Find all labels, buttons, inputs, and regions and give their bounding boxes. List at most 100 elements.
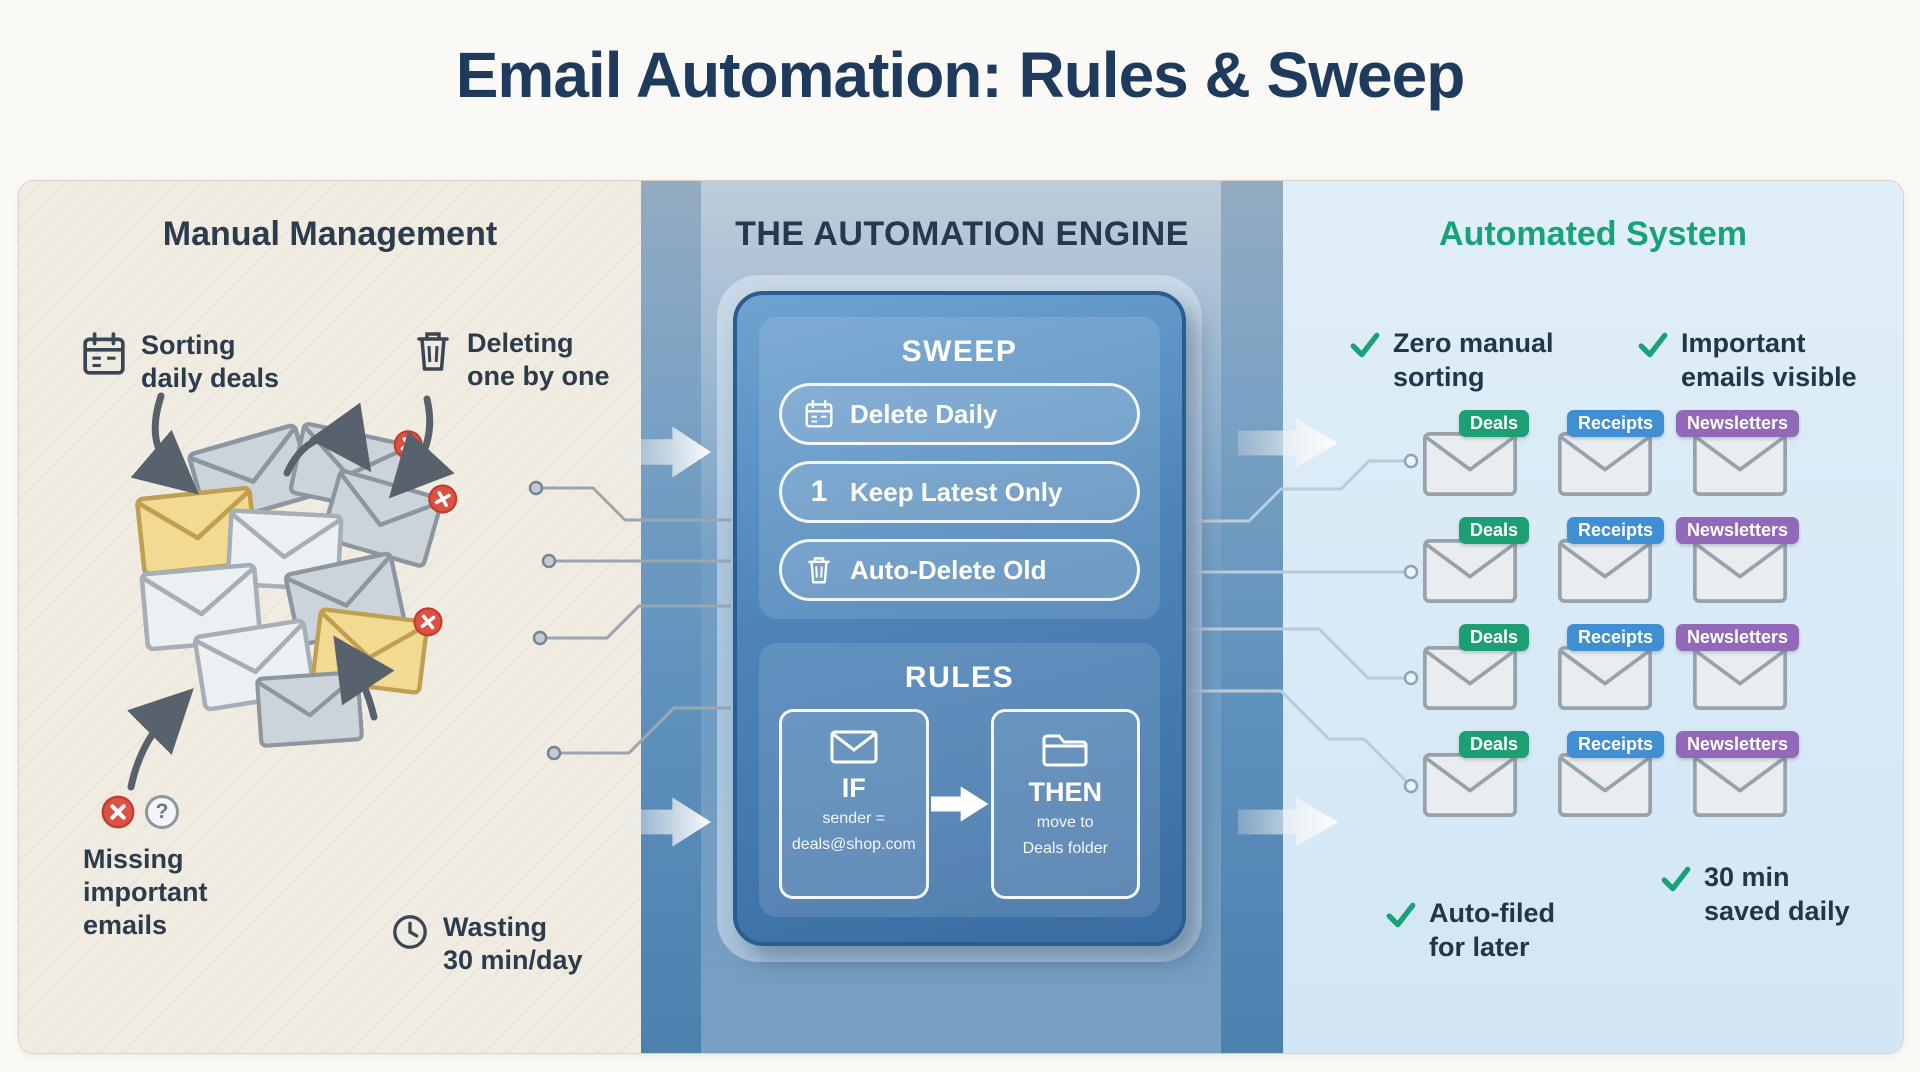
category-badge-newsletters: Newsletters <box>1675 731 1799 758</box>
envelope-icon <box>1556 753 1654 817</box>
category-badge-deals: Deals <box>1458 517 1529 544</box>
sweep-action-label: Delete Daily <box>850 398 998 429</box>
sorted-email: Newsletters <box>1675 410 1799 496</box>
infographic-board: Manual Management Sorting daily deals De… <box>18 180 1904 1054</box>
clock-icon <box>391 913 429 951</box>
category-badge-receipts: Receipts <box>1566 624 1664 651</box>
sorted-email-grid: Deals Receipts Newsletters Deals Receipt… <box>1421 410 1799 817</box>
benefit-important-visible: Important emails visible <box>1637 327 1857 395</box>
benefit-time-saved: 30 min saved daily <box>1660 861 1850 929</box>
arrow-right-icon <box>930 786 989 822</box>
sorted-email: Receipts <box>1556 731 1664 817</box>
then-detail: Deals folder <box>1022 839 1108 857</box>
benefit-label: Important emails visible <box>1681 328 1857 392</box>
error-badge-icon <box>390 427 426 463</box>
if-condition-box: IF sender = deals@shop.com <box>779 709 929 899</box>
error-badge-icon <box>411 605 444 638</box>
sweep-action-label: Auto-Delete Old <box>850 554 1047 585</box>
sweep-action-keep-latest: 1 Keep Latest Only <box>779 461 1140 523</box>
sorted-email: Deals <box>1421 517 1529 603</box>
envelope-icon <box>255 669 365 748</box>
pain-sorting: Sorting daily deals <box>81 329 279 395</box>
check-icon <box>1385 899 1417 931</box>
envelope-icon <box>1421 646 1519 710</box>
sweep-section: SWEEP Delete Daily 1 Keep Latest Only Au… <box>759 317 1160 619</box>
pain-label: Missing important emails <box>83 844 208 940</box>
category-badge-newsletters: Newsletters <box>1675 624 1799 651</box>
manual-panel-header: Manual Management <box>162 215 498 253</box>
trash-icon <box>413 329 453 373</box>
benefit-label: 30 min saved daily <box>1704 862 1850 926</box>
category-badge-receipts: Receipts <box>1566 731 1664 758</box>
category-badge-newsletters: Newsletters <box>1675 517 1799 544</box>
sorted-email: Receipts <box>1556 410 1664 496</box>
sweep-action-label: Keep Latest Only <box>850 476 1063 507</box>
check-icon <box>1637 329 1669 361</box>
then-detail: move to <box>1036 814 1094 831</box>
trash-icon <box>804 555 834 585</box>
calendar-icon <box>81 331 127 377</box>
manual-management-panel: Manual Management Sorting daily deals De… <box>19 181 641 1053</box>
sorted-email: Deals <box>1421 624 1529 710</box>
envelope-icon <box>1421 539 1519 603</box>
rules-row: IF sender = deals@shop.com THEN move to … <box>779 709 1140 899</box>
category-badge-deals: Deals <box>1458 410 1529 437</box>
envelope-icon <box>1556 432 1654 496</box>
page-title: Email Automation: Rules & Sweep <box>455 39 1466 111</box>
benefit-label: Auto-filed for later <box>1429 898 1555 962</box>
if-detail: sender = <box>822 810 886 827</box>
automation-engine-card: SWEEP Delete Daily 1 Keep Latest Only Au… <box>733 291 1186 946</box>
check-icon <box>1349 329 1381 361</box>
engine-panel-header: THE AUTOMATION ENGINE <box>735 215 1189 253</box>
envelope-icon <box>1556 646 1654 710</box>
if-detail: deals@shop.com <box>791 835 916 853</box>
sorted-email: Deals <box>1421 731 1529 817</box>
automated-system-panel: Automated System Zero manual sorting Imp… <box>1283 181 1903 1053</box>
sorted-email: Newsletters <box>1675 731 1799 817</box>
category-badge-receipts: Receipts <box>1566 517 1664 544</box>
category-badge-deals: Deals <box>1458 624 1529 651</box>
benefit-label: Zero manual sorting <box>1393 328 1554 392</box>
pain-label: Deleting one by one <box>467 328 610 391</box>
number-one-icon: 1 <box>810 475 828 508</box>
envelope-icon <box>1556 539 1654 603</box>
rules-section: RULES IF sender = deals@shop.com THEN <box>759 643 1160 917</box>
sorted-email: Receipts <box>1556 624 1664 710</box>
benefit-auto-filed: Auto-filed for later <box>1385 897 1555 965</box>
folder-icon <box>1041 730 1089 768</box>
pain-label: Wasting 30 min/day <box>443 912 583 975</box>
sweep-action-auto-delete: Auto-Delete Old <box>779 539 1140 601</box>
envelope-icon <box>1691 432 1789 496</box>
envelope-icon <box>1691 539 1789 603</box>
benefit-zero-manual-sorting: Zero manual sorting <box>1349 327 1554 395</box>
missing-email-icons: ? <box>101 795 179 829</box>
category-badge-receipts: Receipts <box>1566 410 1664 437</box>
sorted-email: Newsletters <box>1675 624 1799 710</box>
then-keyword: THEN <box>1028 777 1103 807</box>
pain-wasting: Wasting 30 min/day <box>391 911 583 977</box>
error-icon <box>101 795 135 829</box>
pain-label: Sorting daily deals <box>141 330 280 393</box>
then-action-box: THEN move to Deals folder <box>990 709 1140 899</box>
check-icon <box>1660 863 1692 895</box>
pain-missing: Missing important emails <box>83 843 208 942</box>
pain-deleting: Deleting one by one <box>413 327 610 393</box>
envelope-icon <box>830 730 878 764</box>
envelope-icon <box>1421 432 1519 496</box>
automation-engine-panel: THE AUTOMATION ENGINE SWEEP Delete Daily… <box>641 181 1283 1053</box>
sweep-action-delete-daily: Delete Daily <box>779 383 1140 445</box>
question-glyph: ? <box>155 800 169 823</box>
envelope-icon <box>1691 753 1789 817</box>
sorted-email: Receipts <box>1556 517 1664 603</box>
sorted-email: Newsletters <box>1675 517 1799 603</box>
sorted-email: Deals <box>1421 410 1529 496</box>
sweep-title: SWEEP <box>901 335 1018 368</box>
calendar-icon <box>804 399 834 429</box>
question-icon: ? <box>145 795 179 829</box>
envelope-icon <box>1421 753 1519 817</box>
if-keyword: IF <box>841 773 866 803</box>
category-badge-newsletters: Newsletters <box>1675 410 1799 437</box>
category-badge-deals: Deals <box>1458 731 1529 758</box>
rules-title: RULES <box>904 661 1015 694</box>
